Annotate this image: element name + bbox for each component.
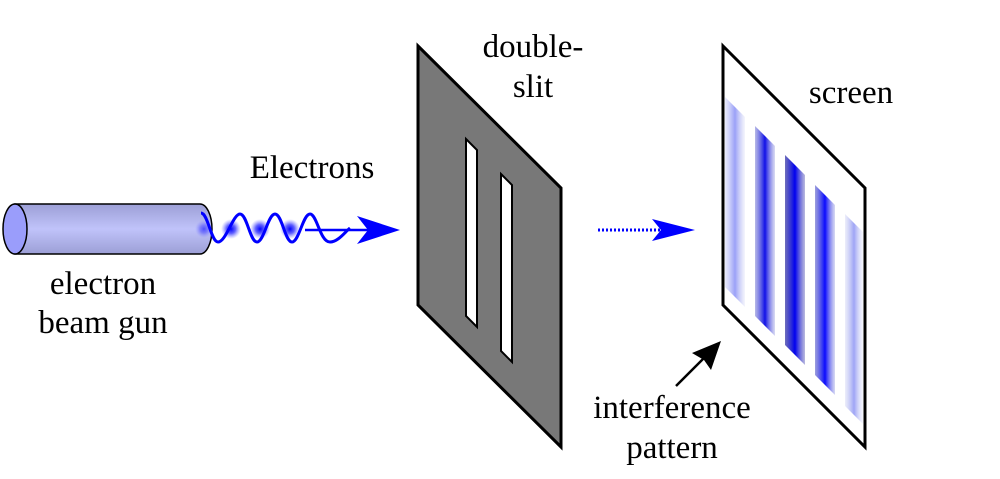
beam-arrow bbox=[305, 216, 400, 244]
fringe-4 bbox=[815, 185, 835, 395]
pattern-pointer-arrow bbox=[675, 341, 721, 387]
fringe-3 bbox=[785, 155, 805, 365]
fringe-1 bbox=[725, 97, 745, 307]
label-screen: screen bbox=[809, 75, 893, 111]
label-pattern-line2: pattern bbox=[626, 430, 718, 466]
label-electrons: Electrons bbox=[250, 150, 375, 186]
electron-wave bbox=[200, 211, 351, 244]
slit-right bbox=[500, 171, 513, 365]
gun-face bbox=[2, 203, 28, 255]
fringe-2 bbox=[755, 126, 775, 336]
label-gun-line1: electron bbox=[50, 266, 156, 302]
label-slit-line1: double- bbox=[483, 29, 584, 65]
fringe-5 bbox=[845, 214, 863, 424]
label-gun-line2: beam gun bbox=[38, 305, 167, 341]
label-slit-line2: slit bbox=[513, 69, 553, 105]
label-pattern-line1: interference bbox=[593, 390, 751, 426]
screen-panel bbox=[721, 42, 867, 451]
electron-beam-gun bbox=[2, 203, 213, 255]
slit-left bbox=[465, 136, 478, 330]
double-slit-panel bbox=[416, 42, 563, 451]
interference-fringes bbox=[725, 97, 863, 424]
dotted-arrow bbox=[598, 219, 695, 241]
